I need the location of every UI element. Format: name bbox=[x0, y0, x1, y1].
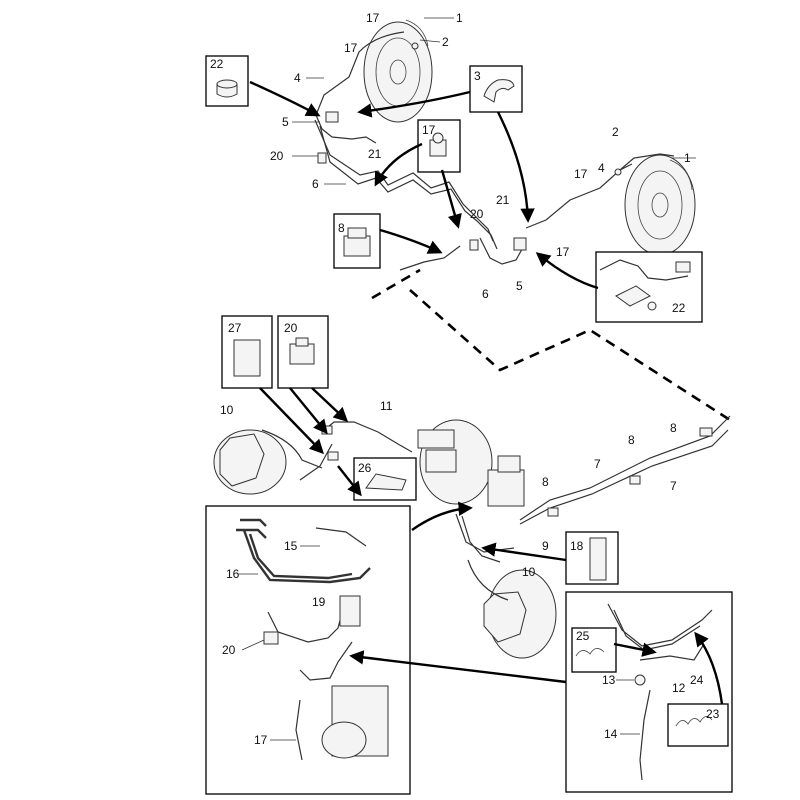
callout-18: 18 bbox=[570, 539, 584, 553]
callout-14: 14 bbox=[604, 727, 618, 741]
callout-8: 8 bbox=[628, 433, 635, 447]
callout-5: 5 bbox=[282, 115, 289, 129]
callout-6: 6 bbox=[482, 287, 489, 301]
part-20-inset bbox=[277, 315, 329, 389]
part-8-inset-top bbox=[333, 213, 381, 269]
part-22-inset bbox=[205, 55, 249, 107]
callout-5: 5 bbox=[516, 279, 523, 293]
abs-hydraulic-unit bbox=[487, 455, 525, 507]
part-17-inset bbox=[417, 119, 461, 173]
part-26-inset bbox=[353, 457, 417, 501]
callout-20: 20 bbox=[284, 321, 298, 335]
callout-6: 6 bbox=[312, 177, 319, 191]
callout-24: 24 bbox=[690, 673, 704, 687]
callout-21: 21 bbox=[368, 147, 382, 161]
callout-9: 9 bbox=[542, 539, 549, 553]
callout-11: 11 bbox=[380, 399, 393, 413]
callout-7: 7 bbox=[594, 457, 601, 471]
pipe-clips bbox=[317, 42, 622, 251]
rear-brake-pipe-run bbox=[314, 31, 675, 271]
abs-lines-detail-inset-right bbox=[565, 591, 733, 793]
callout-19: 19 bbox=[312, 595, 326, 609]
callout-20: 20 bbox=[222, 643, 236, 657]
callout-23: 23 bbox=[706, 707, 720, 721]
callout-20: 20 bbox=[470, 207, 484, 221]
callout-8: 8 bbox=[338, 221, 345, 235]
front-left-caliper-disc bbox=[213, 429, 323, 495]
part-27-inset bbox=[221, 315, 273, 389]
callout-13: 13 bbox=[602, 673, 616, 687]
callout-1: 1 bbox=[456, 11, 463, 25]
abs-modulator-block bbox=[321, 685, 389, 759]
callout-17: 17 bbox=[366, 11, 380, 25]
callout-10: 10 bbox=[220, 403, 234, 417]
callout-16: 16 bbox=[226, 567, 240, 581]
callout-17: 17 bbox=[422, 123, 436, 137]
part-18-inset bbox=[565, 531, 619, 585]
abs-lines-detail-inset-left bbox=[205, 505, 411, 795]
callout-2: 2 bbox=[442, 35, 449, 49]
callout-17: 17 bbox=[344, 41, 358, 55]
callout-15: 15 bbox=[284, 539, 298, 553]
callout-4: 4 bbox=[598, 161, 605, 175]
callout-25: 25 bbox=[576, 629, 590, 643]
callout-12: 12 bbox=[672, 681, 686, 695]
part-3-inset bbox=[469, 65, 523, 113]
callout-3: 3 bbox=[474, 69, 481, 83]
callout-17: 17 bbox=[556, 245, 570, 259]
rear-right-brake-disc bbox=[624, 154, 696, 256]
callout-22: 22 bbox=[210, 57, 224, 71]
callout-8: 8 bbox=[670, 421, 677, 435]
leader-lines bbox=[238, 17, 696, 741]
callout-17: 17 bbox=[254, 733, 268, 747]
callout-7: 7 bbox=[670, 479, 677, 493]
brake-booster-master-cylinder bbox=[417, 419, 493, 505]
callout-labels: 1 2 17 17 22 4 3 5 17 20 21 6 2 1 17 4 2… bbox=[210, 11, 720, 747]
callout-27: 27 bbox=[228, 321, 242, 335]
front-right-caliper-disc bbox=[467, 559, 557, 659]
callout-10: 10 bbox=[522, 565, 536, 579]
callout-26: 26 bbox=[358, 461, 372, 475]
callout-4: 4 bbox=[294, 71, 301, 85]
callout-17: 17 bbox=[574, 167, 588, 181]
callout-21: 21 bbox=[496, 193, 510, 207]
callout-20: 20 bbox=[270, 149, 284, 163]
callout-8: 8 bbox=[542, 475, 549, 489]
callout-22: 22 bbox=[672, 301, 686, 315]
part-22-detail-inset bbox=[595, 251, 703, 323]
callout-2: 2 bbox=[612, 125, 619, 139]
